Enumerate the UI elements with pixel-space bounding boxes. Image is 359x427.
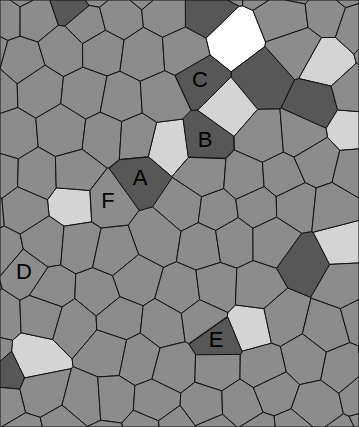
voronoi-cell bbox=[239, 412, 275, 427]
labeled-cell: B bbox=[183, 110, 234, 158]
voronoi-cell bbox=[354, 49, 359, 65]
voronoi-cell bbox=[158, 405, 195, 427]
voronoi-cell bbox=[40, 405, 87, 427]
labeled-cell: D bbox=[0, 249, 48, 300]
voronoi-cell bbox=[0, 338, 12, 362]
voronoi-cell bbox=[228, 0, 243, 6]
cell-letter: E bbox=[209, 329, 224, 351]
voronoi-cell bbox=[340, 299, 359, 346]
cell-letter: D bbox=[16, 261, 32, 283]
voronoi-cell bbox=[358, 346, 359, 353]
voronoi-cell bbox=[119, 113, 156, 159]
voronoi-cell bbox=[122, 410, 159, 427]
voronoi-cell bbox=[1, 413, 42, 427]
voronoi-cell bbox=[0, 69, 18, 114]
cell-letter: C bbox=[192, 69, 208, 91]
labeled-cell: F bbox=[90, 168, 139, 228]
voronoi-cell bbox=[312, 182, 359, 232]
labeled-cell: C bbox=[175, 55, 231, 111]
voronoi-cell bbox=[253, 217, 302, 268]
voronoi-cell bbox=[265, 28, 321, 80]
labeled-cell: E bbox=[189, 317, 242, 355]
voronoi-cell bbox=[331, 63, 359, 111]
voronoi-cell bbox=[349, 414, 359, 427]
voronoi-cell bbox=[339, 376, 359, 416]
cell-letter: B bbox=[198, 129, 213, 151]
cell-letter: F bbox=[101, 190, 114, 212]
voronoi-cell bbox=[100, 71, 142, 121]
voronoi-cell bbox=[195, 414, 237, 427]
voronoi-cell bbox=[335, 3, 359, 54]
voronoi-cell bbox=[87, 420, 122, 427]
voronoi-cell bbox=[176, 223, 220, 270]
voronoi-cell bbox=[274, 409, 313, 427]
voronoi-cell bbox=[216, 218, 253, 269]
voronoi-cell bbox=[0, 0, 20, 41]
voronoi-cell bbox=[36, 104, 86, 157]
cell-letter: A bbox=[133, 167, 148, 189]
